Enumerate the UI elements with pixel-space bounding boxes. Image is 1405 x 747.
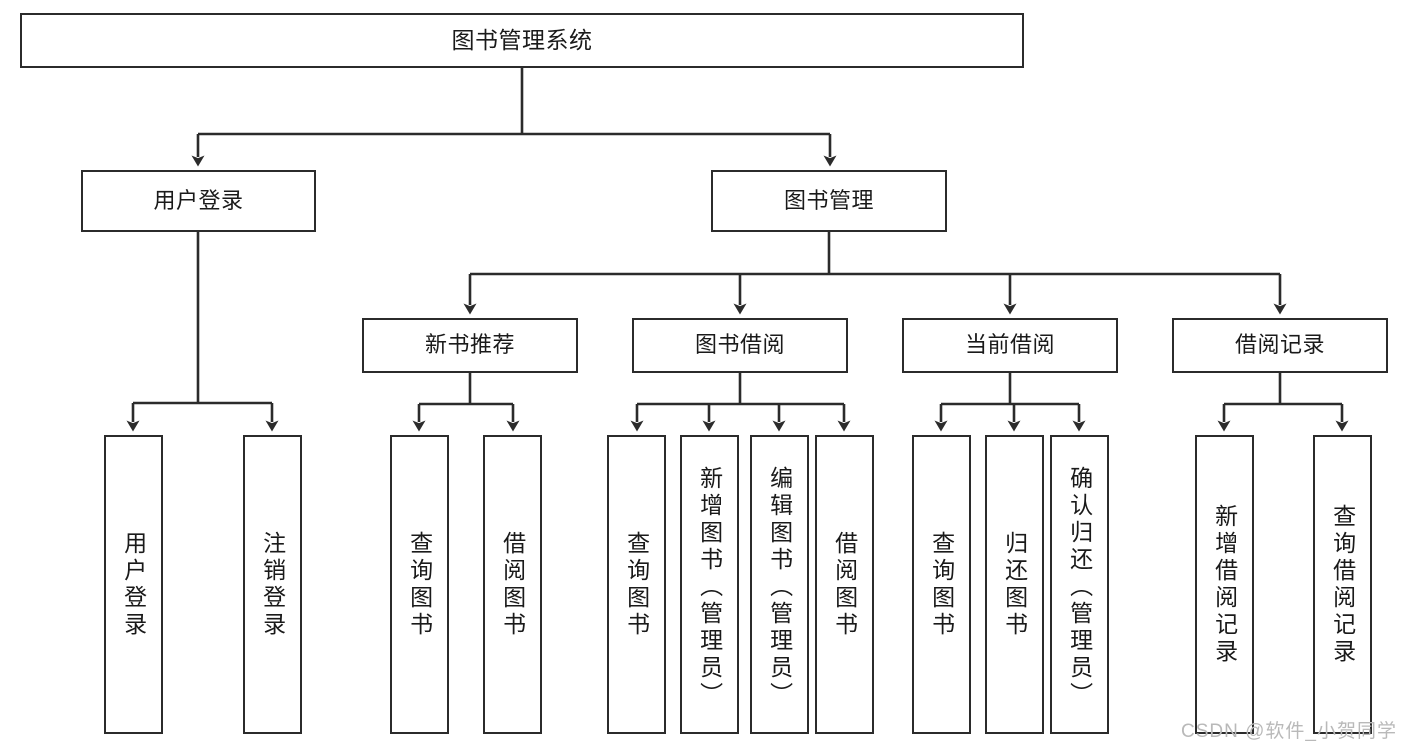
- node-leaf-return-book[interactable]: 归还图书: [985, 435, 1044, 734]
- node-leaf-borrow-book[interactable]: 借阅图书: [815, 435, 874, 734]
- node-leaf-query-book-current[interactable]: 查询图书: [912, 435, 971, 734]
- node-borrow-record[interactable]: 借阅记录: [1172, 318, 1388, 373]
- node-label: 图书借阅: [694, 332, 785, 358]
- node-book-borrow[interactable]: 图书借阅: [632, 318, 848, 373]
- node-label: 借阅图书: [499, 530, 526, 639]
- node-label: 当前借阅: [964, 332, 1055, 358]
- node-label: 用户登录: [120, 530, 147, 639]
- node-leaf-query-borrow-record[interactable]: 查询借阅记录: [1313, 435, 1372, 734]
- node-label: 归还图书: [1001, 530, 1028, 639]
- node-leaf-borrow-book-recommend[interactable]: 借阅图书: [483, 435, 542, 734]
- node-label: 用户登录: [153, 187, 244, 213]
- node-leaf-add-borrow-record[interactable]: 新增借阅记录: [1195, 435, 1254, 734]
- node-current-borrow[interactable]: 当前借阅: [902, 318, 1118, 373]
- node-book-manage[interactable]: 图书管理: [711, 170, 947, 232]
- node-leaf-user-login[interactable]: 用户登录: [104, 435, 163, 734]
- node-label: 注销登录: [259, 530, 286, 639]
- node-user-login[interactable]: 用户登录: [81, 170, 316, 232]
- watermark-text: CSDN @软件_小贺同学: [1181, 721, 1397, 742]
- node-root-book-management-system[interactable]: 图书管理系统: [20, 13, 1024, 68]
- node-label: 查询借阅记录: [1329, 503, 1356, 666]
- node-label: 新增借阅记录: [1211, 503, 1238, 666]
- node-label: 编辑图书（管理员）: [766, 466, 793, 709]
- node-label: 查询图书: [928, 530, 955, 639]
- node-leaf-edit-book-admin[interactable]: 编辑图书（管理员）: [750, 435, 809, 734]
- node-label: 查询图书: [623, 530, 650, 639]
- node-leaf-query-book-recommend[interactable]: 查询图书: [390, 435, 449, 734]
- node-leaf-user-logout[interactable]: 注销登录: [243, 435, 302, 734]
- node-label: 图书管理系统: [451, 26, 593, 53]
- node-leaf-query-book-borrow[interactable]: 查询图书: [607, 435, 666, 734]
- node-leaf-confirm-return-admin[interactable]: 确认归还（管理员）: [1050, 435, 1109, 734]
- node-label: 新增图书（管理员）: [696, 466, 723, 709]
- node-label: 确认归还（管理员）: [1066, 466, 1093, 709]
- node-label: 查询图书: [406, 530, 433, 639]
- node-label: 图书管理: [783, 187, 874, 213]
- node-label: 借阅记录: [1234, 332, 1325, 358]
- node-label: 借阅图书: [831, 530, 858, 639]
- node-new-book-recommend[interactable]: 新书推荐: [362, 318, 578, 373]
- node-leaf-add-book-admin[interactable]: 新增图书（管理员）: [680, 435, 739, 734]
- node-label: 新书推荐: [424, 332, 515, 358]
